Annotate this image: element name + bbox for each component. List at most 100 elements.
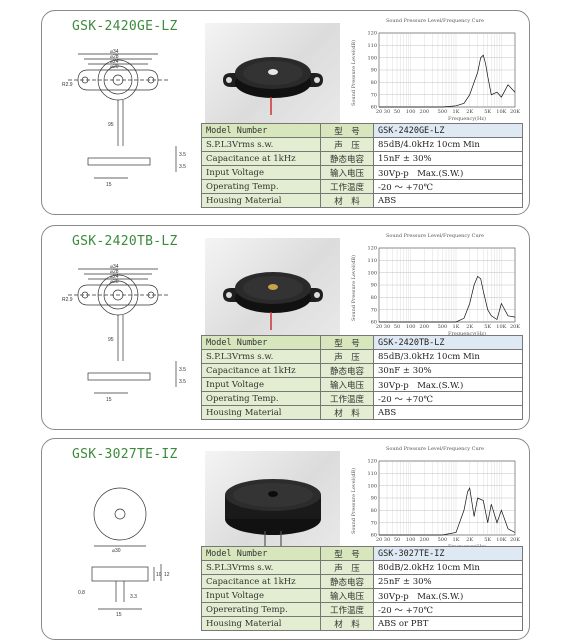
y-tick-label: 60 (371, 320, 377, 326)
x-tick-label: 5K (484, 537, 491, 543)
dim-label: ⌀34 (110, 264, 119, 270)
spec-label: S.P.L3Vrms s.w. (201, 137, 321, 152)
dim-label: 10 (156, 572, 162, 578)
dim-label: ⌀24 (110, 274, 119, 280)
spec-value: 30Vp-p Max.(S.W.) (373, 588, 523, 603)
spec-value: 30Vp-p Max.(S.W.) (373, 377, 523, 392)
spec-value: ABS (373, 405, 523, 420)
spec-row: Input Voltage 输入电压 30Vp-p Max.(S.W.) (201, 165, 523, 180)
x-tick-label: 200 (420, 537, 430, 543)
spec-label: S.P.L3Vrms s.w. (201, 349, 321, 364)
spec-label-cn: 材 料 (320, 616, 374, 631)
spec-label-cn: 型 号 (320, 123, 374, 138)
y-tick-label: 100 (367, 270, 377, 276)
spec-value: -20 ～ +70℃ (373, 179, 523, 194)
x-tick-label: 5K (484, 109, 491, 115)
spec-label: Capacitance at 1kHz (201, 574, 321, 589)
spec-label-cn: 声 压 (320, 560, 374, 575)
spec-label-cn: 输入电压 (320, 165, 374, 180)
spec-label-cn: 静态电容 (320, 363, 374, 378)
dim-label: 95 (108, 122, 114, 128)
spec-row: Input Voltage 输入电压 30Vp-p Max.(S.W.) (201, 588, 523, 603)
y-tick-label: 120 (367, 31, 377, 37)
spl-series-line (379, 54, 516, 108)
dim-label: ⌀28 (110, 54, 119, 60)
x-tick-label: 500 (438, 109, 448, 115)
x-tick-label: 100 (406, 537, 416, 543)
dim-label: R2.9 (62, 82, 73, 88)
spec-row: Housing Material 材 料 ABS (201, 193, 523, 208)
dimension-drawing: ⌀30 10 12 0.8 3.3 15 (78, 487, 170, 618)
y-tick-label: 100 (367, 483, 377, 489)
dim-label: 0.8 (78, 590, 85, 596)
x-tick-label: 1K (453, 537, 460, 543)
spec-value: 85dB/4.0kHz 10cm Min (373, 137, 523, 152)
spl-frequency-chart: Sound Pressure Level/Frequency Cure Soun… (350, 18, 520, 122)
chart-xlabel: Frequency(Hz) (448, 115, 486, 122)
spec-label: Operating Temp. (201, 179, 321, 194)
dim-label: ⌀34 (110, 49, 119, 55)
spl-frequency-chart: Sound Pressure Level/Frequency Cure Soun… (350, 446, 520, 550)
spec-value: GSK-3027TE-IZ (373, 546, 523, 561)
buzzer-image (225, 479, 321, 547)
spec-table: Model Number 型 号 GSK-2420TB-LZ S.P.L3Vrm… (201, 335, 523, 420)
spec-row: Housing Material 材 料 ABS (201, 405, 523, 420)
product-photo (205, 451, 340, 554)
dim-label: ⌀20 (110, 279, 119, 285)
dim-label: 3.5 (179, 152, 186, 158)
spec-value: -20 ～ +70℃ (373, 602, 523, 617)
spec-row: Operating Temp. 工作温度 -20 ～ +70℃ (201, 179, 523, 194)
dim-label: ⌀30 (112, 548, 121, 554)
x-tick-label: 10K (496, 537, 506, 543)
y-tick-label: 100 (367, 55, 377, 61)
spec-label-cn: 材 料 (320, 193, 374, 208)
dim-label: 15 (106, 182, 112, 188)
chart-xlabel: Frequency(Hz) (448, 330, 486, 337)
x-tick-label: 50 (394, 324, 400, 330)
spec-label: Housing Material (201, 193, 321, 208)
x-tick-label: 20K (510, 324, 520, 330)
spec-table: Model Number 型 号 GSK-3027TE-IZ S.P.L3Vrm… (201, 546, 523, 631)
spec-label-cn: 工作温度 (320, 179, 374, 194)
dim-label: 12 (164, 572, 170, 578)
x-tick-label: 20 (376, 109, 382, 115)
dim-label: ⌀28 (110, 269, 119, 275)
product-card: GSK-2420TB-LZ ⌀34 ⌀28 ⌀24 ⌀20 R2.9 95 3.… (41, 225, 530, 430)
spec-table: Model Number 型 号 GSK-2420GE-LZ S.P.L3Vrm… (201, 123, 523, 208)
spec-label-cn: 工作温度 (320, 391, 374, 406)
chart-title: Sound Pressure Level/Frequency Cure (386, 233, 484, 239)
spec-row: S.P.L3Vrms s.w. 声 压 85dB/4.0kHz 10cm Min (201, 137, 523, 152)
spec-label: S.P.L3Vrms s.w. (201, 560, 321, 575)
chart-ylabel: Sound Pressure Level(dB) (350, 40, 357, 106)
x-tick-label: 20 (376, 537, 382, 543)
x-tick-label: 20K (510, 537, 520, 543)
spec-label: Housing Material (201, 616, 321, 631)
x-tick-label: 20 (376, 324, 382, 330)
y-tick-label: 110 (367, 471, 377, 477)
x-tick-label: 30 (384, 109, 390, 115)
spec-value: ABS or PBT (373, 616, 523, 631)
spec-row: Input Voltage 输入电压 30Vp-p Max.(S.W.) (201, 377, 523, 392)
spec-row: S.P.L3Vrms s.w. 声 压 80dB/2.0kHz 10cm Min (201, 560, 523, 575)
spec-label: Input Voltage (201, 588, 321, 603)
spec-label: Opererating Temp. (201, 602, 321, 617)
spec-label: Capacitance at 1kHz (201, 363, 321, 378)
y-tick-label: 70 (371, 520, 377, 526)
dim-label: R2.9 (62, 297, 73, 303)
spec-value: GSK-2420TB-LZ (373, 335, 523, 350)
spec-label: Housing Material (201, 405, 321, 420)
y-tick-label: 90 (371, 496, 377, 502)
spec-row: Model Number 型 号 GSK-2420TB-LZ (201, 335, 523, 350)
y-tick-label: 90 (371, 68, 377, 74)
spec-label-cn: 工作温度 (320, 602, 374, 617)
spec-row: Model Number 型 号 GSK-3027TE-IZ (201, 546, 523, 561)
spl-series-line (379, 275, 516, 323)
spec-label: Model Number (201, 335, 321, 350)
product-title: GSK-3027TE-IZ (72, 447, 178, 462)
spec-label-cn: 材 料 (320, 405, 374, 420)
spec-value: ABS (373, 193, 523, 208)
spec-label: Input Voltage (201, 377, 321, 392)
